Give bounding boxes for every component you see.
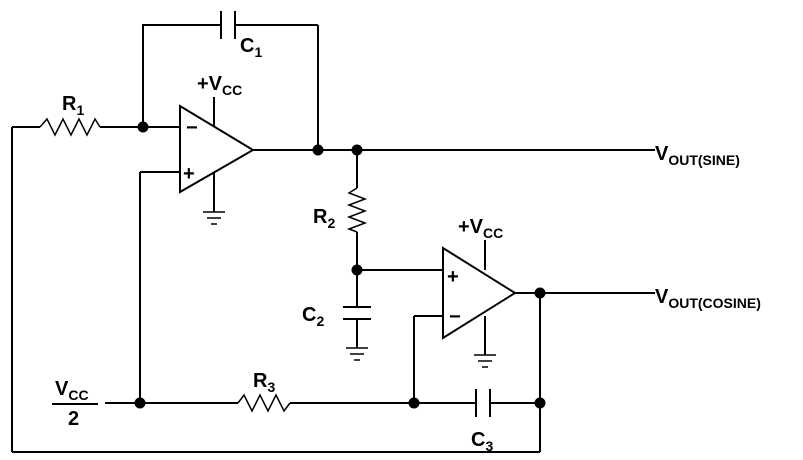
r1-label: R1 <box>62 93 84 118</box>
r2-resistor <box>346 187 368 233</box>
c3-capacitor <box>475 389 491 417</box>
r3-label: R3 <box>253 370 275 395</box>
junction-dot <box>408 397 420 409</box>
junction-dot <box>312 144 324 156</box>
opamp-1-plus-symbol: + <box>183 163 195 185</box>
wires <box>11 24 655 453</box>
r3-resistor <box>237 393 291 413</box>
c1-capacitor <box>220 11 236 39</box>
r1-resistor <box>39 117 101 137</box>
c1-label: C1 <box>240 35 262 60</box>
junction-dot <box>534 287 546 299</box>
c2-label: C2 <box>302 304 324 329</box>
opamp-2: + − <box>442 246 517 340</box>
c3-label: C3 <box>471 429 493 454</box>
opamp-1-vcc-label: +VCC <box>197 73 242 98</box>
opamp-2-minus-symbol: − <box>449 306 461 328</box>
ground-icon <box>346 347 368 361</box>
vout-cosine-label: VOUT(COSINE) <box>655 286 761 311</box>
opamp-1-minus-symbol: − <box>186 117 198 139</box>
junction-dot <box>351 264 363 276</box>
junction-dot <box>534 397 546 409</box>
vcc-half-denominator: 2 <box>68 408 79 430</box>
junction-dot <box>351 144 363 156</box>
opamp-2-triangle <box>442 246 517 340</box>
junction-dot <box>137 121 149 133</box>
c2-capacitor <box>343 306 371 320</box>
opamp-1-triangle <box>179 104 255 194</box>
vout-sine-label: VOUT(SINE) <box>655 143 740 168</box>
ground-icon <box>203 211 225 225</box>
opamp-2-vcc-label: +VCC <box>458 216 503 241</box>
opamp-2-plus-symbol: + <box>447 266 459 288</box>
junctions <box>134 121 546 409</box>
opamp-1: − + <box>179 104 255 194</box>
r2-label: R2 <box>313 206 335 231</box>
ground-icon <box>474 354 496 368</box>
junction-dot <box>134 397 146 409</box>
vcc-half-numerator: VCC <box>55 378 89 403</box>
vcc-half-reference-label: VCC 2 <box>52 378 98 430</box>
